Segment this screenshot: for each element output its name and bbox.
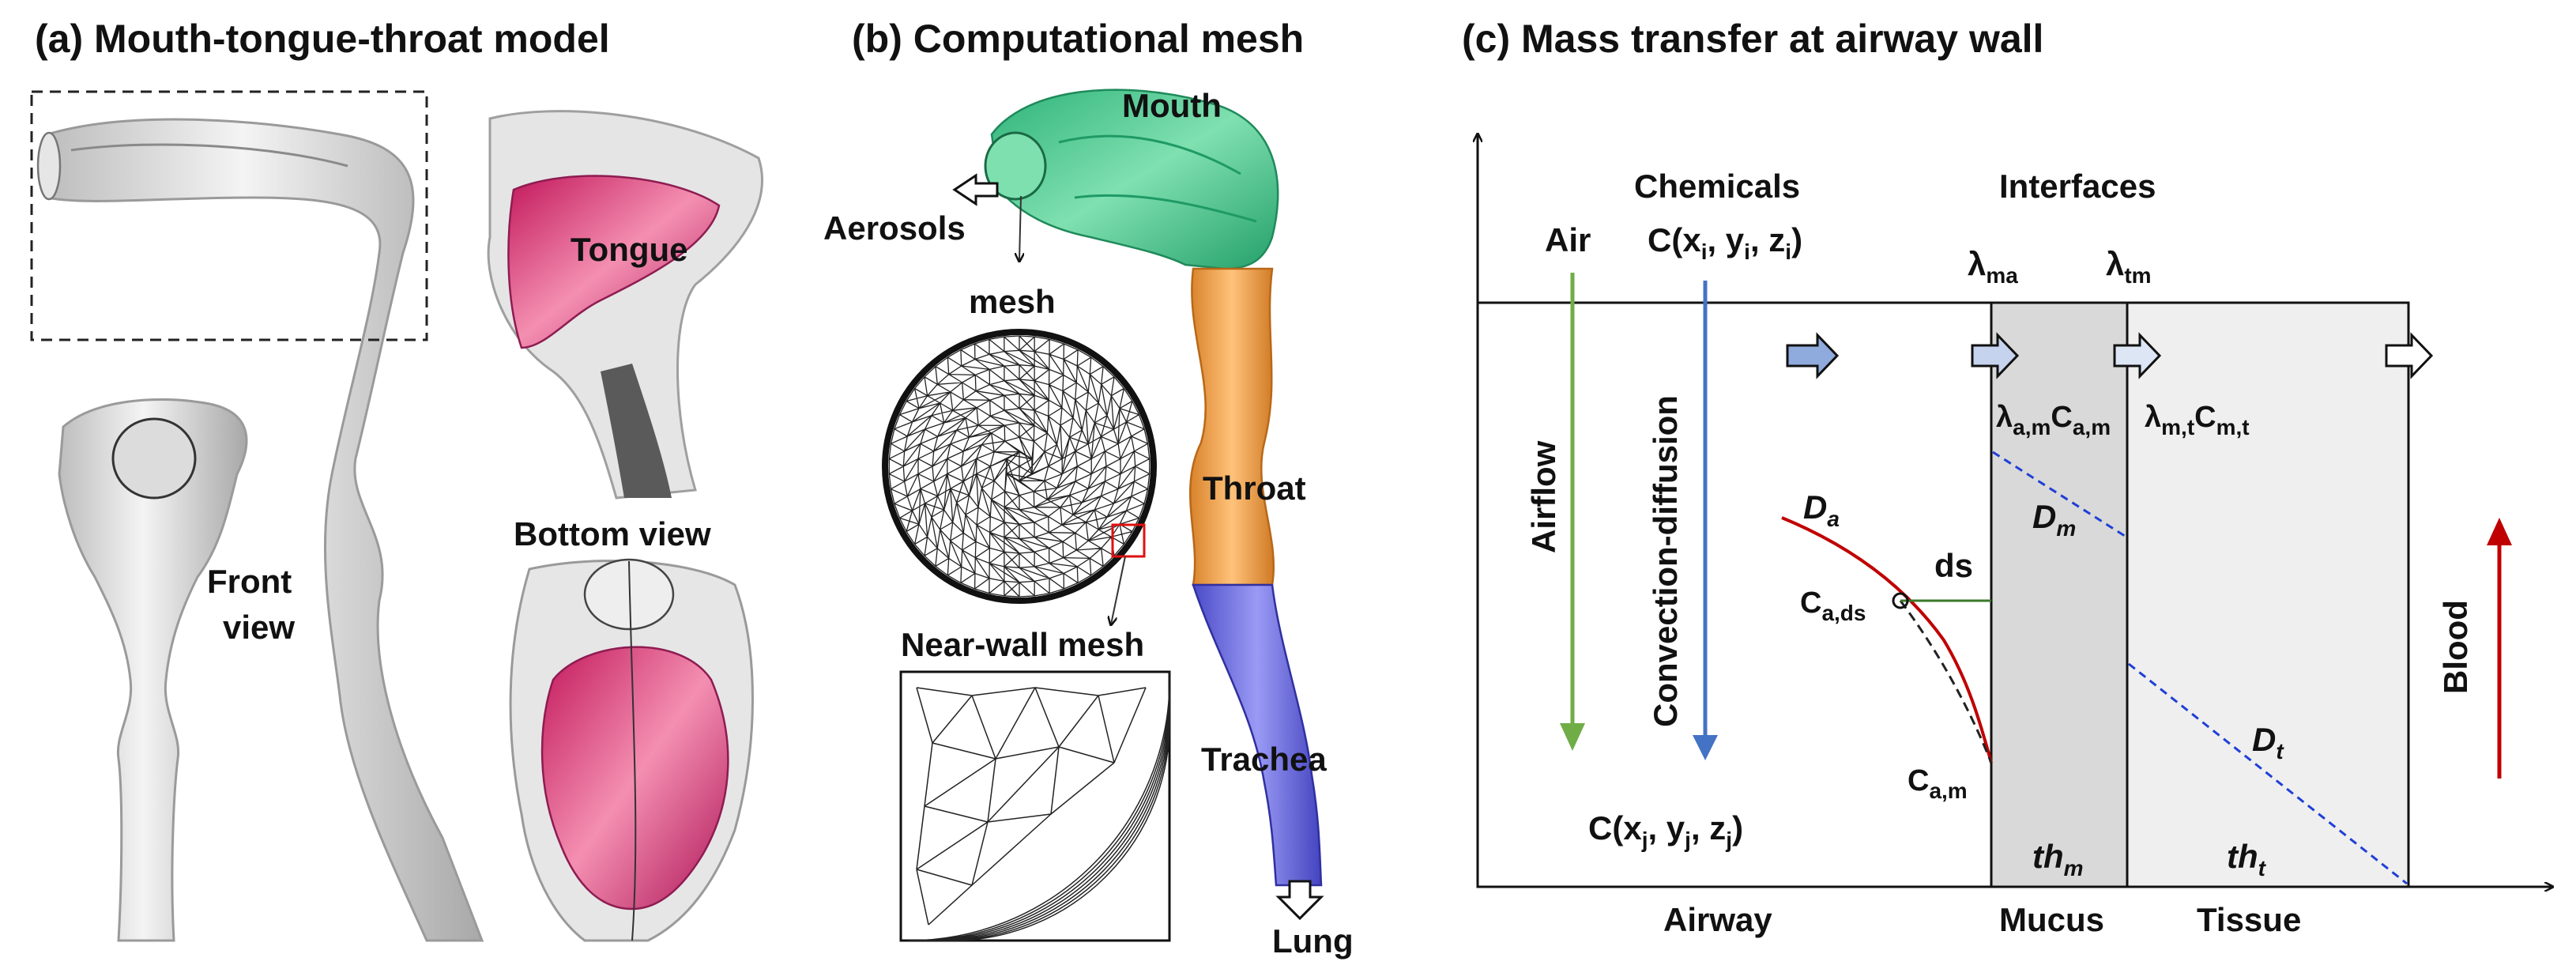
- mesh-ring: [902, 349, 1136, 583]
- panel-b: (b) Computational mesh Mouth Aerosols Th…: [823, 17, 1354, 960]
- mesh-zoom-box: [1111, 523, 1146, 558]
- mesh-ring: [947, 393, 1092, 540]
- near-wall-mesh: [899, 670, 1171, 942]
- bottom-view-model: Bottom view: [509, 515, 754, 942]
- panel-a-title: (a) Mouth-tongue-throat model: [35, 17, 610, 61]
- outlet-concentration: C(xj, yj, zj): [1588, 809, 1743, 852]
- lung-label: Lung: [1272, 922, 1354, 960]
- ds-label: ds: [1934, 547, 1973, 584]
- side-view-edge: [70, 143, 348, 168]
- side-view-airway: [46, 118, 484, 942]
- th-t-label: tht: [2227, 838, 2267, 880]
- front-view-inlet: [111, 417, 197, 500]
- tissue-layer: [2126, 301, 2410, 888]
- front-view-label-1: Front: [207, 563, 292, 600]
- airway-layer: [1476, 301, 1993, 888]
- tongue-view-throat: [601, 364, 672, 498]
- mesh-ring: [932, 379, 1107, 554]
- mucus-label: Mucus: [1999, 901, 2104, 938]
- tissue-profile: [2128, 662, 2408, 885]
- flux-arrow-tissue-blood: [2385, 332, 2434, 379]
- mesh-pointer: [1019, 195, 1021, 261]
- airway-concentration-curve: [1781, 516, 1993, 764]
- lung-arrow: [1275, 880, 1324, 921]
- sample-point: [1892, 592, 1909, 609]
- panel-c-title: (c) Mass transfer at airway wall: [1462, 17, 2043, 61]
- side-view-model: [30, 90, 484, 942]
- mouth-region-box: [30, 90, 428, 341]
- mouth-region: [990, 89, 1279, 270]
- mesh-cross-section: [882, 329, 1157, 604]
- airflow-label: Airflow: [1525, 440, 1562, 553]
- airway-label: Airway: [1663, 901, 1772, 938]
- side-view-inlet: [36, 131, 62, 201]
- mouth-inlet: [984, 131, 1047, 201]
- c-ads-label: Ca,ds: [1800, 586, 1866, 625]
- aerosols-arrow: [952, 173, 999, 206]
- front-view-label-2: view: [223, 609, 295, 646]
- front-view-airway: [58, 398, 248, 942]
- mucus-layer: [1990, 301, 2129, 888]
- throat-label: Throat: [1203, 469, 1306, 507]
- mesh-label: mesh: [969, 283, 1056, 320]
- mouth-contours: [1058, 134, 1257, 223]
- aerosols-label: Aerosols: [823, 209, 966, 247]
- front-view-model: Front view: [58, 398, 295, 942]
- air-label: Air: [1545, 221, 1591, 258]
- bottom-view-seam: [628, 560, 637, 941]
- Dm-label: Dm: [2032, 498, 2076, 541]
- mesh-ring: [976, 422, 1063, 511]
- flux-arrow-airway: [1786, 332, 1840, 379]
- bottom-view-inlet: [583, 558, 675, 631]
- mesh-ring: [989, 436, 1049, 496]
- interfaces-label: Interfaces: [1999, 168, 2156, 205]
- lambda-am-c-am: λa,mCa,m: [1996, 401, 2111, 439]
- mouth-label: Mouth: [1122, 87, 1222, 124]
- trachea-label: Trachea: [1201, 741, 1327, 778]
- flux-arrow-air-mucus: [1971, 332, 2020, 379]
- blood-arrowhead: [2487, 518, 2512, 545]
- near-wall-mesh-label: Near-wall mesh: [901, 626, 1144, 663]
- inlet-concentration: C(xi, yi, zi): [1648, 221, 1802, 264]
- panel-a: (a) Mouth-tongue-throat model Front view…: [30, 17, 763, 942]
- blood-label: Blood: [2437, 600, 2474, 694]
- throat-region: [1189, 267, 1275, 586]
- lambda-mt-c-mt: λm,tCm,t: [2145, 401, 2250, 439]
- c-am-label: Ca,m: [1908, 764, 1968, 803]
- bottom-view-label: Bottom view: [514, 515, 711, 552]
- Da-label: Da: [1803, 488, 1840, 531]
- th-m-label: thm: [2032, 838, 2084, 880]
- tongue-shape: [507, 175, 721, 349]
- panel-c: (c) Mass transfer at airway wall Chemica…: [1462, 17, 2552, 938]
- lambda-ma: λma: [1968, 245, 2018, 288]
- tongue-label: Tongue: [571, 231, 688, 268]
- tissue-label: Tissue: [2197, 901, 2301, 938]
- airflow-arrowhead: [1560, 723, 1585, 751]
- panel-b-title: (b) Computational mesh: [852, 17, 1304, 61]
- tongue-view-model: Tongue: [487, 110, 763, 500]
- Dt-label: Dt: [2252, 721, 2284, 764]
- convection-arrowhead: [1693, 735, 1718, 760]
- mesh-ring: [888, 335, 1151, 598]
- tangent-line: [1899, 600, 1993, 764]
- trachea-region: [1192, 583, 1323, 887]
- mesh-ring: [917, 364, 1121, 568]
- convection-diffusion-label: Convection-diffusion: [1647, 395, 1684, 727]
- mesh-ring: [961, 408, 1078, 525]
- flux-arrow-mucus-tissue: [2113, 332, 2162, 379]
- near-wall-pointer: [1111, 556, 1126, 624]
- near-wall-lines: [908, 671, 1170, 941]
- lambda-tm: λtm: [2106, 245, 2152, 288]
- chemicals-label: Chemicals: [1634, 168, 1800, 205]
